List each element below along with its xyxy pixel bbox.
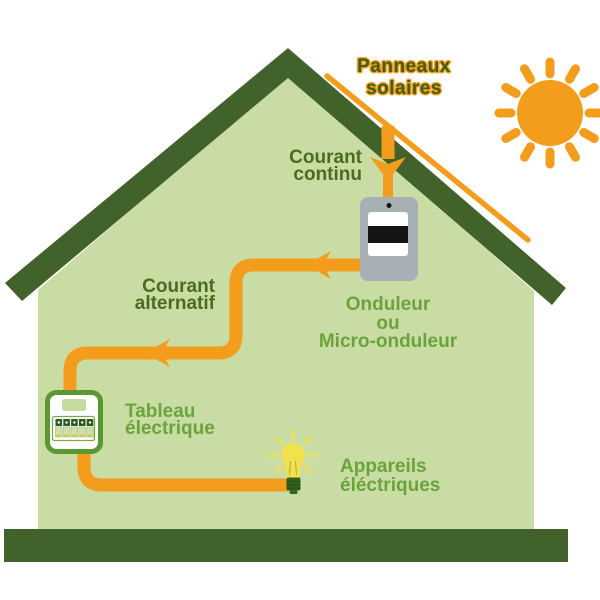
breaker-panel-icon: [45, 390, 103, 454]
label-line: continu: [293, 164, 362, 185]
label-line: éléctriques: [340, 475, 441, 496]
label-line: Onduleur: [345, 294, 431, 315]
house-wall: [38, 74, 534, 529]
label-line: Tableau: [125, 401, 196, 422]
label-courant-alternatif: Courant alternatif: [134, 276, 215, 314]
label-courant-continu: Courant continu: [289, 147, 362, 185]
house-base: [4, 529, 568, 562]
label-tableau-electrique: Tableau électrique: [125, 401, 215, 439]
label-line: solaires: [366, 77, 442, 99]
inverter-icon: [360, 197, 418, 281]
label-line: ou: [376, 312, 400, 334]
breaker-module: [55, 419, 63, 438]
label-line: Panneaux: [357, 56, 451, 77]
label-line: Micro-onduleur: [318, 331, 458, 352]
breaker-module: [62, 419, 71, 438]
dc-flow-arrow-icon: [370, 126, 406, 200]
ac-flow-pipe-icon: [63, 258, 362, 391]
label-line: électrique: [125, 418, 215, 439]
label-line: Courant: [142, 276, 215, 297]
label-onduleur: Onduleur ou Micro-onduleur: [238, 294, 538, 352]
appliance-pipe-icon: [77, 452, 289, 492]
solar-panel-line-icon: [324, 73, 531, 243]
sun-icon: [494, 57, 600, 169]
ac-arrowhead-icon: [306, 251, 331, 279]
label-panneaux-solaires: Panneaux solaires: [304, 56, 504, 99]
label-line: Courant: [289, 147, 362, 168]
label-line: Appareils: [340, 456, 427, 477]
label-line: alternatif: [134, 293, 215, 314]
breaker-module: [86, 419, 94, 438]
ac-arrowhead-icon: [145, 339, 170, 367]
light-bulb-icon: [267, 429, 319, 494]
breaker-module: [78, 419, 86, 438]
breaker-module: [70, 419, 79, 438]
label-appareils-electriques: Appareils éléctriques: [340, 457, 440, 495]
